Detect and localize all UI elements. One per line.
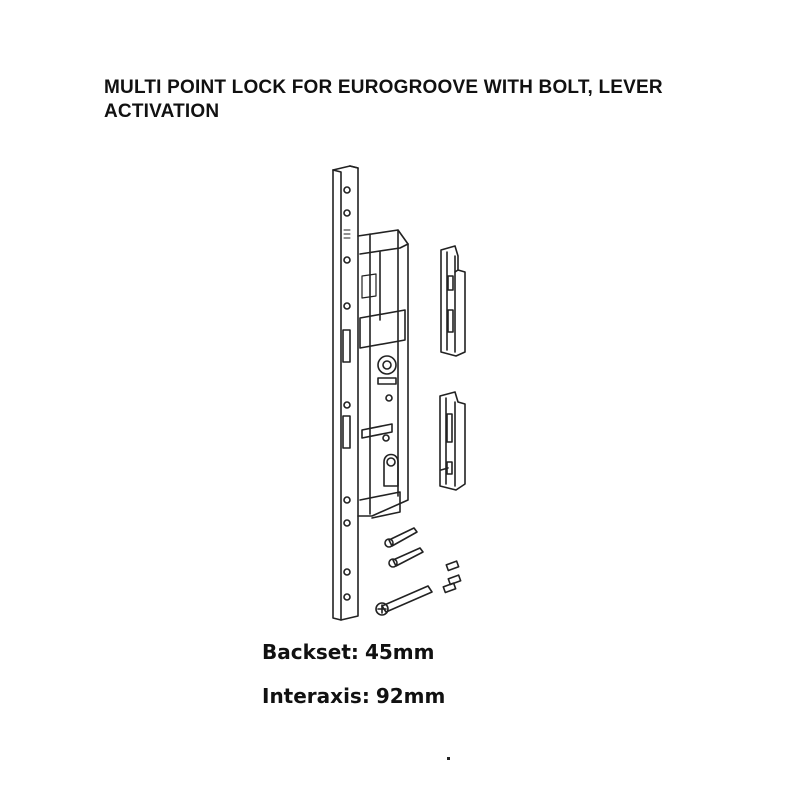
interaxis-label: Interaxis: xyxy=(262,684,370,708)
interaxis-spec: Interaxis:92mm xyxy=(262,684,445,708)
stray-dot xyxy=(447,757,450,760)
product-title: MULTI POINT LOCK FOR EUROGROOVE WITH BOL… xyxy=(104,77,663,122)
screws xyxy=(375,527,462,616)
faceplate xyxy=(332,165,359,621)
backset-label: Backset: xyxy=(262,640,359,664)
backset-spec: Backset:45mm xyxy=(262,640,434,664)
strike-plate-upper xyxy=(440,245,466,357)
strike-plate-lower xyxy=(439,391,466,491)
interaxis-value: 92mm xyxy=(375,684,446,708)
backset-value: 45mm xyxy=(364,640,435,664)
lock-case xyxy=(357,229,409,519)
